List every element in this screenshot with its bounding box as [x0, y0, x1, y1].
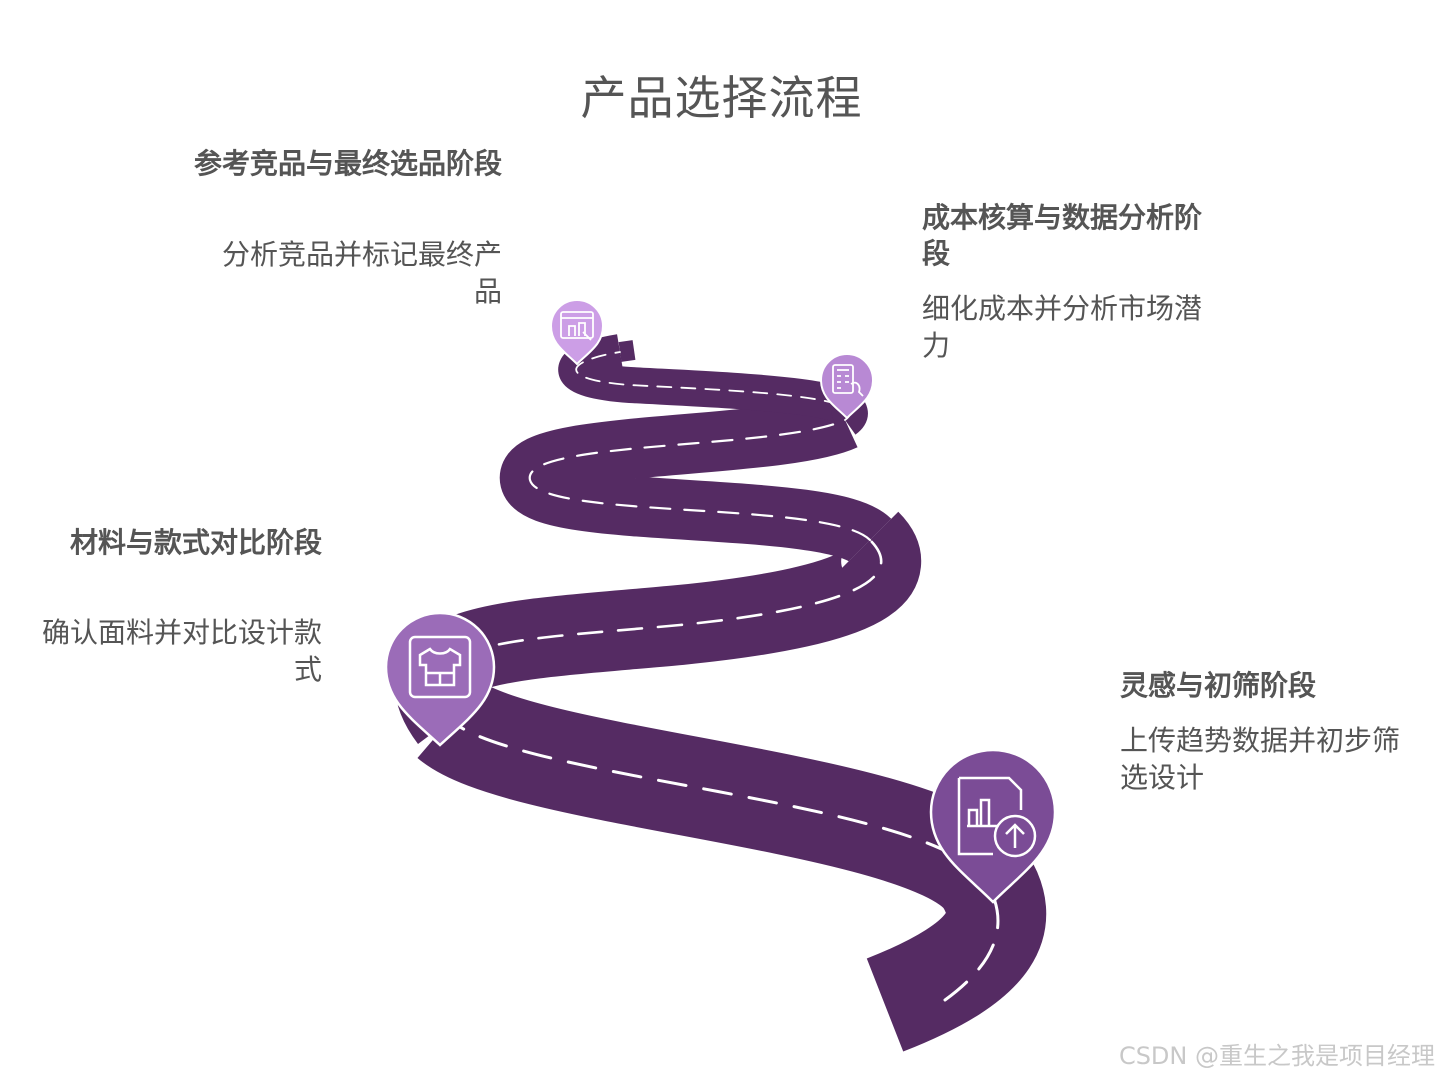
stage-4-desc: 分析竞品并标记最终产品 [221, 238, 502, 308]
marker-stage-1 [929, 748, 1057, 904]
stage-4-title: 参考竞品与最终选品阶段 [193, 147, 502, 180]
marker-stage-3 [819, 353, 875, 420]
stage-3-title: 成本核算与数据分析阶段 [922, 201, 1203, 270]
shirt-icon [408, 635, 472, 699]
stage-2-desc: 确认面料并对比设计款式 [41, 616, 322, 686]
stage-2-title: 材料与款式对比阶段 [69, 526, 322, 559]
stage-1-desc: 上传趋势数据并初步筛选设计 [1120, 724, 1401, 794]
stage-1-title: 灵感与初筛阶段 [1120, 669, 1317, 702]
diagram-title: 产品选择流程 [580, 71, 863, 125]
marker-stage-2 [384, 611, 496, 747]
document-chart-upload-icon [957, 776, 1037, 858]
stage-3-desc: 细化成本并分析市场潜力 [922, 292, 1203, 362]
road-body [395, 334, 1047, 1052]
calculator-hand-icon [832, 364, 864, 397]
browser-buildings-icon [560, 311, 594, 341]
marker-stage-4 [549, 299, 605, 366]
watermark: CSDN @重生之我是项目经理 [1118, 1042, 1435, 1070]
